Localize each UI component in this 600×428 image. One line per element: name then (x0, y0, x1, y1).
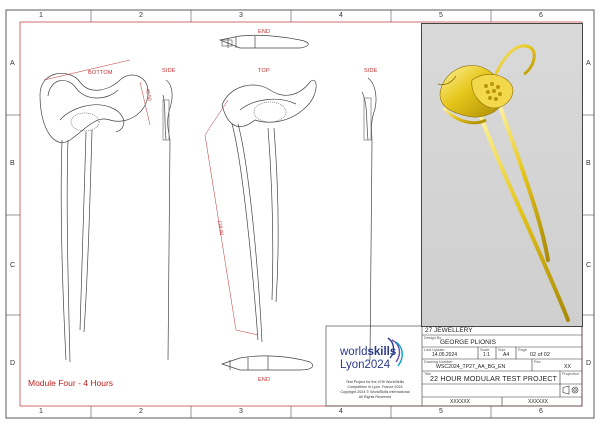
col-label-4: 4 (339, 12, 343, 19)
view-label-end-top: END (258, 29, 271, 35)
col-label-5-bottom: 5 (439, 408, 443, 415)
projection-symbol (562, 385, 579, 395)
code-right: XXXXXX (528, 399, 549, 405)
end-top-drawing (218, 34, 309, 49)
logo-lyon: Lyon2024 (340, 359, 391, 371)
top-view-drawing (221, 79, 317, 343)
page-label: Page (518, 348, 527, 352)
outer-border (5, 9, 595, 419)
logo-world: world (340, 346, 368, 358)
top-dimension (204, 99, 259, 336)
end-bottom-drawing (220, 355, 314, 371)
view-label-end-bottom: END (258, 377, 271, 383)
col-label-6-bottom: 6 (539, 408, 543, 415)
copyright-line-2: Competition in Lyon, France 2024 (347, 385, 403, 389)
row-label-c-right: C (586, 262, 592, 269)
row-label-a-right: A (586, 60, 591, 67)
view-label-top: TOP (258, 68, 270, 74)
zone-ticks (6, 10, 594, 418)
col-label-2-bottom: 2 (139, 408, 143, 415)
row-label-b-right: B (586, 160, 591, 167)
col-label-4-bottom: 4 (339, 408, 343, 415)
rev-value: XX (564, 364, 571, 370)
size-label: Size (498, 348, 506, 352)
date-value: 14.05.2024 (432, 352, 458, 358)
worldskills-logo-text: worldskills (340, 346, 396, 358)
row-label-c: C (10, 262, 16, 269)
rev-label: Rev (534, 360, 541, 364)
row-label-d-right: D (586, 360, 592, 367)
side-right-drawing (361, 77, 377, 361)
side-left-drawing (162, 79, 173, 361)
row-label-b: B (10, 160, 15, 167)
scale-value: 1:1 (483, 352, 490, 358)
worldskills-logo-mark (387, 337, 403, 367)
col-label-3: 3 (239, 12, 243, 19)
gold-hairpin-render (437, 44, 570, 322)
drawing-title: 22 HOUR MODULAR TEST PROJECT (430, 376, 558, 383)
design-label: Design By (424, 336, 442, 340)
title-label: Title (424, 372, 432, 376)
col-label-1: 1 (39, 12, 43, 19)
col-label-3-bottom: 3 (239, 408, 243, 415)
col-label-6: 6 (539, 12, 543, 19)
row-label-d: D (10, 360, 16, 367)
render-panel (421, 23, 583, 327)
copyright-line-1: Test Project for the 47th WorldSkills (345, 380, 405, 384)
drawing-number: WSC2024_TP27_AA_BG_EN (436, 364, 506, 370)
module-note: Module Four - 4 Hours (28, 378, 114, 388)
page-value: 02 of 02 (530, 352, 550, 358)
scale-label: Scale (480, 348, 490, 352)
copyright-line-4: All Rights Reserved (358, 395, 392, 399)
code-left: XXXXXX (450, 399, 471, 405)
col-label-1-bottom: 1 (39, 408, 43, 415)
projection-label: Projection (562, 372, 579, 376)
logo-skills: skills (367, 346, 397, 358)
view-label-bottom: BOTTOM (88, 70, 113, 76)
col-label-2: 2 (139, 12, 143, 19)
bottom-dimension (43, 59, 151, 126)
col-label-5: 5 (439, 12, 443, 19)
size-value: A4 (503, 352, 510, 358)
view-label-side-right: SIDE (364, 68, 378, 74)
drawing-number-label: Drawing Number (424, 360, 453, 364)
skill-name: 27 JEWELLERY (425, 327, 473, 334)
bottom-view-drawing (39, 73, 149, 363)
designer-name: GEORGE PLIONIS (440, 339, 496, 346)
copyright-line-3: Copyright 2024 © WorldSkills Internation… (340, 390, 410, 394)
row-label-a: A (10, 60, 15, 67)
view-label-side-left: SIDE (162, 68, 176, 74)
date-label: Last Update (424, 348, 445, 352)
bead-cluster (484, 82, 502, 101)
